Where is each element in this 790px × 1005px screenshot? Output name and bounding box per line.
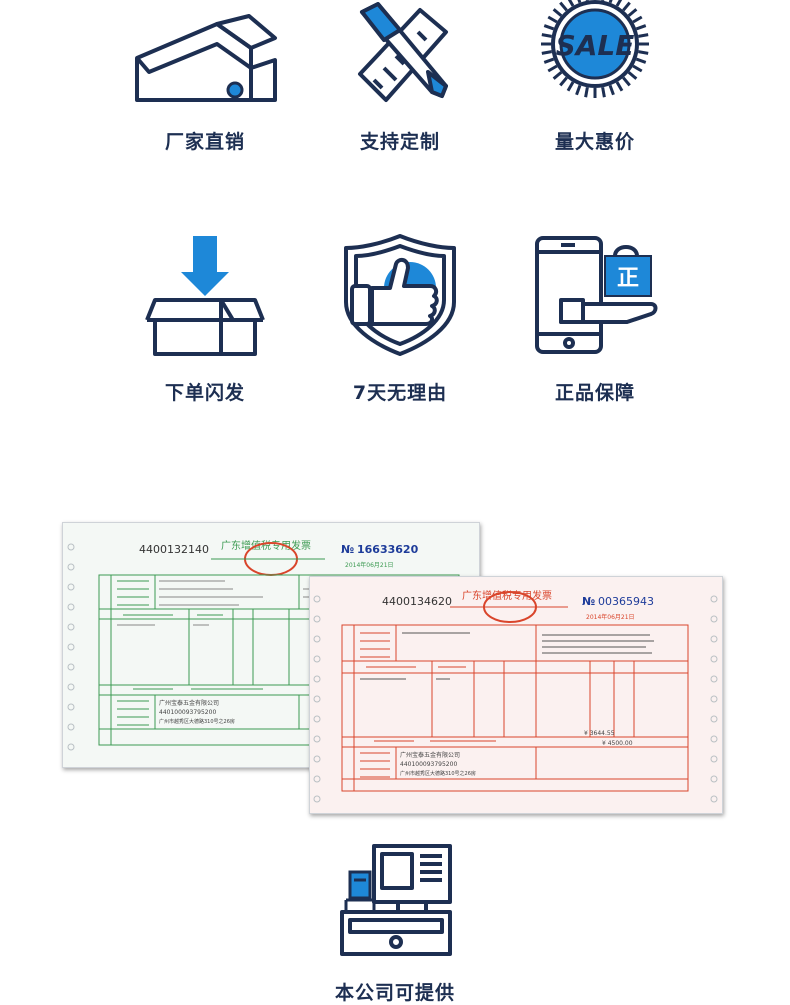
invoice-company: 广州宝泰五金有限公司 xyxy=(159,699,219,707)
feature-sale: SALE 量大惠价 xyxy=(495,0,695,160)
bottom-label: 本公司可提供 xyxy=(334,982,455,1004)
sunburst-ray xyxy=(584,87,589,98)
invoice-address: 广州市越秀区大德路310号之26房 xyxy=(159,718,235,725)
invoice-tax-id: 440100093795200 xyxy=(159,709,216,716)
sunburst-ray xyxy=(638,50,649,55)
sunburst-ray xyxy=(635,24,647,31)
feature-factory: 厂家直销 xyxy=(105,0,305,160)
sunburst-ray xyxy=(615,81,624,92)
feature-label: 量大惠价 xyxy=(554,131,635,153)
feature-label: 厂家直销 xyxy=(164,131,245,153)
box-download-icon xyxy=(145,236,265,356)
sunburst-ray xyxy=(547,64,558,73)
sunburst-ray xyxy=(559,76,568,87)
sunburst-ray xyxy=(601,87,606,98)
invoice-address: 广州市越秀区大德路310号之26房 xyxy=(400,770,476,777)
feature-fast-ship: 下单闪发 xyxy=(105,230,305,410)
sunburst-ray xyxy=(585,0,589,1)
invoice-number: 00365943 xyxy=(598,595,654,608)
sunburst-ray xyxy=(566,81,575,92)
pencil-ruler-icon xyxy=(358,2,448,102)
sunburst-ray xyxy=(622,1,631,12)
feature-label: 下单闪发 xyxy=(164,382,245,404)
shield-thumbs-up-icon xyxy=(344,234,456,356)
sunburst-ray xyxy=(627,71,638,80)
sunburst-ray xyxy=(635,57,647,64)
bag-badge-text: 正 xyxy=(617,266,639,291)
sunburst-ray xyxy=(543,57,555,64)
sunburst-ray xyxy=(632,64,643,73)
feature-custom: 支持定制 xyxy=(300,0,500,160)
invoice-title: 广东增值税专用发票 xyxy=(462,589,552,602)
invoice-pink: 4400134620 广东增值税专用发票 № 00365943 2014年06月… xyxy=(309,576,723,814)
invoice-total: ¥ 4500.00 xyxy=(602,740,633,747)
sunburst-ray xyxy=(601,0,605,1)
sunburst-ray xyxy=(575,84,582,96)
feature-label: 正品保障 xyxy=(554,382,635,404)
sunburst-ray xyxy=(552,71,563,80)
sunburst-ray xyxy=(541,50,552,55)
invoice-company: 广州宝泰五金有限公司 xyxy=(400,751,460,759)
sunburst-ray xyxy=(622,76,631,87)
feature-label: 7天无理由 xyxy=(352,382,448,404)
sunburst-ray xyxy=(632,15,643,24)
phone-shopping-icon: 正 xyxy=(535,236,658,354)
sunburst-ray xyxy=(552,8,563,17)
sunburst-ray xyxy=(627,8,638,17)
invoice-number: 16633620 xyxy=(357,543,419,556)
invoice-amount: ¥ 3644.55 xyxy=(584,730,615,737)
sunburst-ray xyxy=(615,0,623,7)
sunburst-ray xyxy=(547,15,558,24)
invoice-number-prefix: № xyxy=(582,595,595,608)
factory-icon xyxy=(135,14,277,102)
sunburst-ray xyxy=(559,1,568,12)
sunburst-ray xyxy=(577,0,582,4)
invoice-date: 2014年06月21日 xyxy=(345,561,394,569)
feature-label: 支持定制 xyxy=(359,131,440,153)
cash-register-icon xyxy=(340,844,452,956)
invoice-tax-id: 440100093795200 xyxy=(400,761,457,768)
invoice-code: 4400134620 xyxy=(382,595,452,608)
sunburst-ray xyxy=(541,33,552,38)
invoice-date: 2014年06月21日 xyxy=(586,613,635,621)
sale-badge-text: SALE xyxy=(556,29,635,62)
invoice-title: 广东增值税专用发票 xyxy=(221,539,311,552)
invoice-code: 4400132140 xyxy=(139,543,209,556)
feature-7day-return: 7天无理由 xyxy=(300,230,500,410)
sunburst-ray xyxy=(608,84,615,96)
sunburst-ray xyxy=(567,0,575,7)
sunburst-ray xyxy=(638,33,649,38)
sunburst-ray xyxy=(543,24,555,31)
sunburst-ray xyxy=(608,0,613,4)
bottom-section xyxy=(0,840,790,1000)
invoice-number-prefix: № xyxy=(341,543,354,556)
sale-badge-icon: SALE xyxy=(541,0,649,98)
feature-genuine: 正 正品保障 xyxy=(495,230,695,410)
